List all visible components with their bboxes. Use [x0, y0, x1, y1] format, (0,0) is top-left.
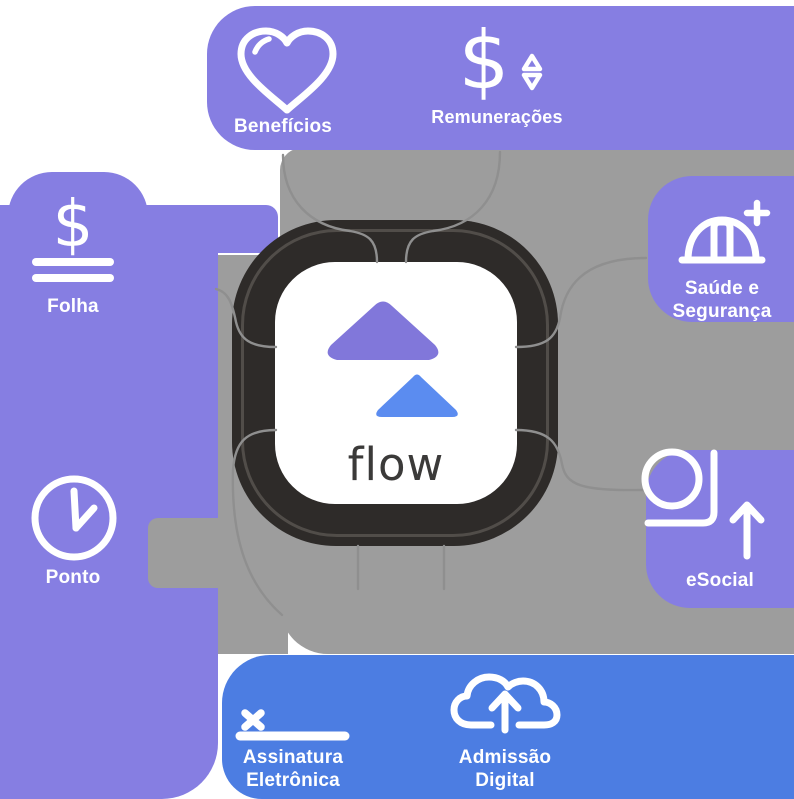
remuneracoes-label: Remunerações [431, 107, 563, 127]
helmet-plus-icon [678, 199, 771, 264]
clock-icon [31, 475, 117, 561]
dollar-sort-icon: $ [459, 14, 543, 107]
folha-card [8, 172, 148, 312]
saude-label-line1: Saúde e [684, 278, 760, 299]
admissao-label-line1: Admissão [458, 747, 552, 768]
saude-seguranca-label: Saúde e Segurança [650, 277, 794, 323]
corner-circle-upload-icon [641, 448, 765, 560]
signature-icon [235, 709, 350, 741]
gray-puzzle-tab [148, 518, 288, 588]
assinatura-label: Assinatura Eletrônica [213, 746, 373, 792]
triangle-up-blue-icon [376, 374, 458, 417]
saude-seguranca-card [648, 176, 794, 322]
svg-text:$: $ [459, 14, 510, 107]
admissao-label-line2: Digital [475, 770, 535, 791]
esocial-label: eSocial [686, 570, 754, 591]
cloud-upload-icon [450, 673, 561, 734]
ponto-label: Ponto [45, 567, 101, 588]
assinatura-label-line2: Eletrônica [246, 770, 340, 791]
saude-label-line2: Segurança [672, 301, 772, 322]
purple-puzzle-tab [140, 205, 278, 253]
esocial-card [646, 450, 794, 608]
folha-label: Folha [47, 296, 99, 317]
beneficios-label: Benefícios [233, 116, 333, 137]
flow-wordmark: flow [347, 438, 445, 491]
triangle-up-purple-icon [327, 301, 439, 360]
assinatura-label-line1: Assinatura [242, 747, 344, 768]
svg-text:$: $ [53, 188, 94, 262]
dollar-lines-icon: $ [32, 188, 114, 282]
admissao-label: Admissão Digital [425, 746, 585, 792]
flow-logo-card [275, 262, 517, 504]
heart-icon [237, 27, 337, 114]
